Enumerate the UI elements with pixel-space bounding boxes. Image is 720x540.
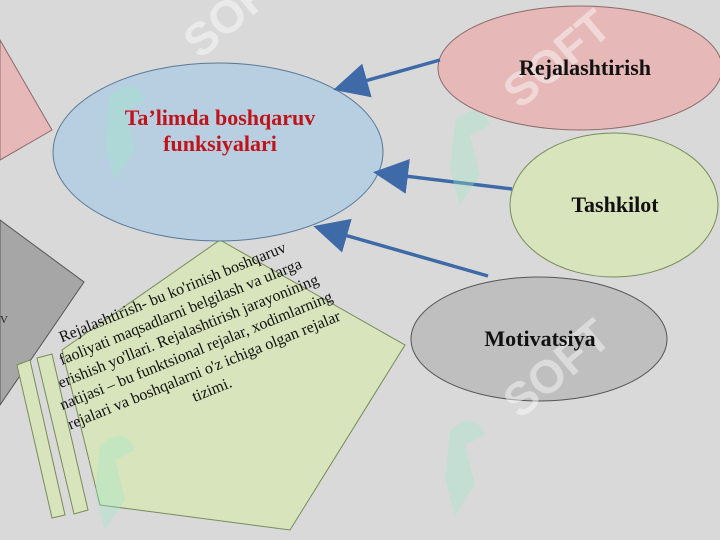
function-ellipse-tashkilot [509, 132, 719, 278]
arrow-tashkilot [373, 158, 513, 194]
center-ellipse [52, 62, 384, 242]
arrow-rejalashtirish [333, 58, 441, 98]
bar-1 [16, 359, 66, 519]
watermark-logo [95, 86, 490, 530]
function-ellipse-rejalashtirish [437, 5, 720, 131]
svg-text:SOFT: SOFT [173, 0, 300, 68]
left-gray-shape [0, 219, 85, 406]
function-label-rejalashtirish: Rejalashtirish [519, 55, 651, 80]
function-label-tashkilot: Tashkilot [571, 192, 659, 217]
edge-letter: V [0, 314, 8, 326]
left-pink-shape [0, 39, 53, 161]
arrow-motivatsiya [313, 218, 489, 278]
center-title: Ta’limda boshqaruv funksiyalari [124, 105, 316, 157]
function-label-motivatsiya: Motivatsiya [484, 326, 596, 351]
bar-2 [36, 353, 89, 515]
function-ellipse-motivatsiya [410, 276, 668, 402]
definition-triangle [61, 239, 406, 531]
